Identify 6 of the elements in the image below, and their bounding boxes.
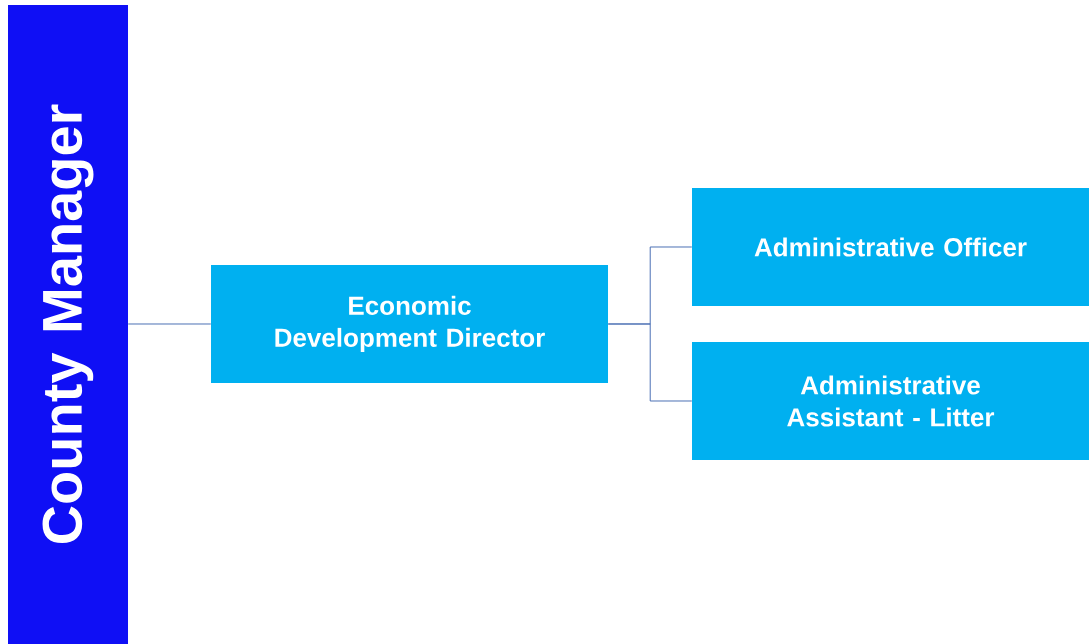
connector-line [607, 323, 693, 402]
role-box: Economic Development Director [211, 265, 608, 383]
connector-line [127, 323, 212, 325]
role-box: Administrative Assistant - Litter [692, 342, 1089, 460]
title-bar: County Manager [8, 5, 128, 644]
role-box: Administrative Officer [692, 188, 1089, 306]
